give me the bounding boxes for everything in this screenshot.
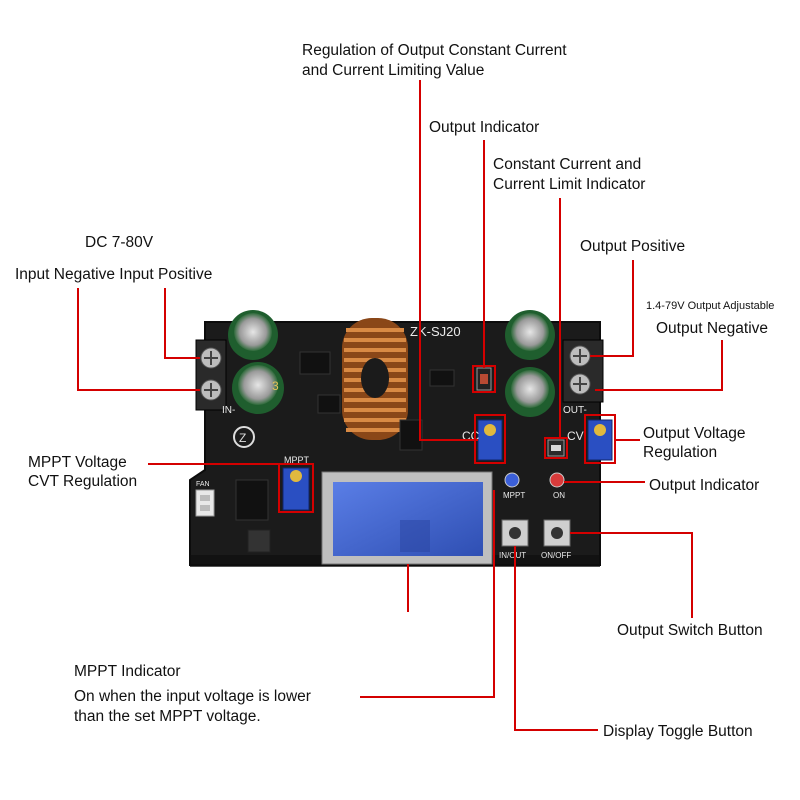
callout-lines xyxy=(77,80,723,731)
on-led xyxy=(549,472,565,488)
label-input-terminals: Input Negative Input Positive xyxy=(15,266,213,283)
mppt-led xyxy=(504,472,520,488)
chip xyxy=(299,351,331,375)
logo-icon xyxy=(233,426,255,448)
label-output-voltage-reg-line1: Output Voltage xyxy=(643,425,746,442)
input-terminal-block xyxy=(195,339,227,411)
board-mppt-led-label: MPPT xyxy=(503,491,525,500)
chip xyxy=(235,479,269,521)
inductor-small xyxy=(247,529,271,553)
board-fan-label: FAN xyxy=(196,481,210,488)
label-output-negative: Output Negative xyxy=(656,320,769,337)
capacitor-right-bottom xyxy=(505,367,555,417)
chip xyxy=(317,394,341,414)
cc-potentiometer xyxy=(477,419,503,461)
board-in-out-label: IN/OUT xyxy=(499,551,526,560)
mppt-potentiometer xyxy=(282,467,310,511)
board-cv-label: CV xyxy=(567,429,584,443)
label-output-voltage-reg-line2: Regulation xyxy=(643,444,718,461)
svg-text:3: 3 xyxy=(272,379,279,393)
label-output-positive: Output Positive xyxy=(580,238,686,255)
label-cc-indicator-line2: Current Limit Indicator xyxy=(493,176,646,193)
label-mppt-regulation-line1: MPPT Voltage xyxy=(28,454,127,471)
label-output-indicator-right: Output Indicator xyxy=(649,477,760,494)
on-off-button xyxy=(543,519,571,547)
inductor-coil xyxy=(342,318,408,440)
board-on-led-label: ON xyxy=(553,491,565,500)
board-out-label: OUT- xyxy=(563,405,587,416)
chip xyxy=(399,419,423,451)
label-output-indicator-top: Output Indicator xyxy=(429,119,540,136)
label-mppt-indicator-desc-line2: than the set MPPT voltage. xyxy=(74,708,261,725)
output-terminal-block xyxy=(562,339,604,403)
capacitor-left-bottom: 3 xyxy=(232,362,284,414)
fan-connector xyxy=(195,489,215,517)
label-cc-indicator-line1: Constant Current and xyxy=(493,156,642,173)
label-mppt-indicator-title: MPPT Indicator xyxy=(74,663,181,680)
board-model-label: ZK-SJ20 xyxy=(410,324,461,339)
svg-text:Z: Z xyxy=(239,431,246,445)
label-output-adjustable: 1.4-79V Output Adjustable xyxy=(646,300,775,312)
label-mppt-regulation-line2: CVT Regulation xyxy=(28,473,138,490)
chip xyxy=(429,369,455,387)
board-on-off-label: ON/OFF xyxy=(541,551,571,560)
capacitor-left-top xyxy=(228,310,278,360)
label-regulation-cc-line1: Regulation of Output Constant Current xyxy=(302,42,567,59)
label-output-switch-button: Output Switch Button xyxy=(617,622,763,639)
label-dc-input: DC 7-80V xyxy=(85,234,154,251)
cv-potentiometer xyxy=(587,419,613,461)
in-out-button xyxy=(501,519,529,547)
capacitor-right-top xyxy=(505,310,555,360)
label-display-toggle-button: Display Toggle Button xyxy=(603,723,753,740)
board-in-label: IN- xyxy=(222,405,235,416)
lcd-display xyxy=(321,471,493,565)
label-mppt-indicator-desc-line1: On when the input voltage is lower xyxy=(74,688,311,705)
label-regulation-cc-line2: and Current Limiting Value xyxy=(302,62,485,79)
board-mppt-pot-label: MPPT xyxy=(284,455,310,465)
